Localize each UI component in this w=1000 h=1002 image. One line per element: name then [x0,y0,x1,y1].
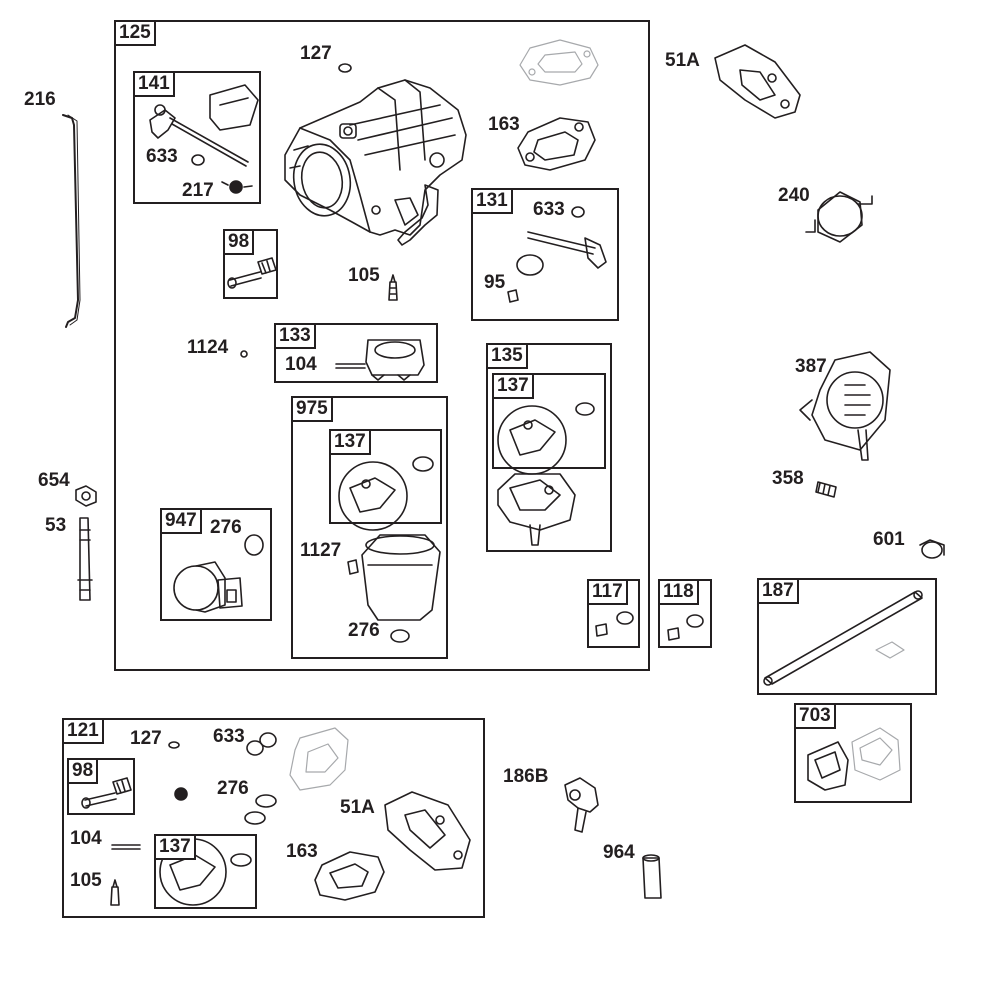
group-box-975: 975 [291,396,448,659]
fitting-186B [564,777,599,833]
bracket-703-parts [807,727,901,791]
group-box-98-top: 98 [223,229,278,299]
label-127-bottom: 127 [130,728,162,749]
group-box-187: 187 [757,578,937,695]
group-box-121: 121 [62,718,485,918]
group-tag-133: 133 [276,325,316,349]
group-box-117: 117 [587,579,640,648]
label-53: 53 [45,515,67,536]
label-51A-bottom: 51A [340,797,375,818]
label-633-in-141: 633 [146,146,178,167]
label-633-in-131: 633 [533,199,565,220]
group-tag-98-bottom: 98 [69,760,99,784]
o-ring-127 [338,63,352,73]
group-tag-137-in-135: 137 [494,375,534,399]
group-box-98-bottom: 98 [67,758,135,815]
clamp-601 [919,539,945,559]
group-box-137-in-121: 137 [154,834,257,909]
label-127-top: 127 [300,43,332,64]
label-358: 358 [772,468,804,489]
group-tag-137-in-121: 137 [156,836,196,860]
label-964: 964 [603,842,635,863]
group-tag-703: 703 [796,705,836,729]
group-tag-98-top: 98 [225,231,255,255]
ghost-gasket-top [519,39,599,86]
group-tag-947: 947 [162,510,202,534]
gasket-kit-137-parts-b [338,456,434,531]
label-276-in-975: 276 [348,620,380,641]
solenoid-947-parts [173,534,264,613]
label-1124: 1124 [187,337,229,358]
label-105-bottom: 105 [70,870,102,891]
label-163-bottom: 163 [286,841,318,862]
label-163-top: 163 [488,114,520,135]
throttle-shaft-kit-parts [507,206,607,303]
group-box-137-in-135: 137 [492,373,606,469]
choke-shaft-kit-parts [149,84,259,194]
label-217: 217 [182,180,214,201]
group-box-131: 131 [471,188,619,321]
label-387: 387 [795,356,827,377]
label-105-top: 105 [348,265,380,286]
group-tag-975: 975 [293,398,333,422]
fuel-bowl-135-parts [497,473,576,546]
sleeve-964 [642,854,662,899]
group-tag-117: 117 [589,581,628,605]
group-tag-118: 118 [660,581,699,605]
group-tag-137-in-975: 137 [331,431,371,455]
fuel-line-187-parts [763,590,923,686]
group-tag-187: 187 [759,580,799,604]
label-276-in-947: 276 [210,517,242,538]
label-1127: 1127 [300,540,342,561]
label-186B: 186B [503,766,549,787]
label-633-bottom: 633 [213,726,245,747]
part-1124 [240,350,248,358]
fuel-bowl-975-parts [347,534,441,643]
group-box-703: 703 [794,703,912,803]
group-box-133: 133 [274,323,438,383]
screw-358 [815,481,837,498]
fuel-filter-240 [805,191,873,243]
group-tag-131: 131 [473,190,513,214]
nut-654 [75,485,97,507]
float-pin-133-parts [335,339,425,381]
idle-screw-spring-98-parts [227,257,277,289]
label-216: 216 [24,89,56,110]
label-51A-top: 51A [665,50,700,71]
inlet-needle-105 [388,274,398,301]
label-240: 240 [778,185,810,206]
part-117-pieces [595,611,634,637]
label-601: 601 [873,529,905,550]
gasket-kit-137-parts-a [497,402,595,475]
gasket-163 [517,117,596,171]
choke-link-rod-216 [62,114,81,328]
carburetor-body [284,79,467,246]
group-box-947: 947 [160,508,272,621]
group-box-118: 118 [658,579,712,648]
group-box-137-in-975: 137 [329,429,442,524]
group-tag-125: 125 [116,22,156,46]
label-104-top: 104 [285,354,317,375]
stud-53 [77,517,93,601]
label-654: 654 [38,470,70,491]
group-box-141: 141 [133,71,261,204]
group-box-125: 125 [114,20,650,671]
label-276-bottom: 276 [217,778,249,799]
label-104-bottom: 104 [70,828,102,849]
group-tag-121: 121 [64,720,104,744]
part-118-pieces [667,614,704,641]
fuel-pump-387 [799,351,891,461]
group-tag-141: 141 [135,73,175,97]
group-box-135: 135 [486,343,612,552]
label-95: 95 [484,272,506,293]
gasket-51A-top [714,44,801,119]
group-tag-135: 135 [488,345,528,369]
